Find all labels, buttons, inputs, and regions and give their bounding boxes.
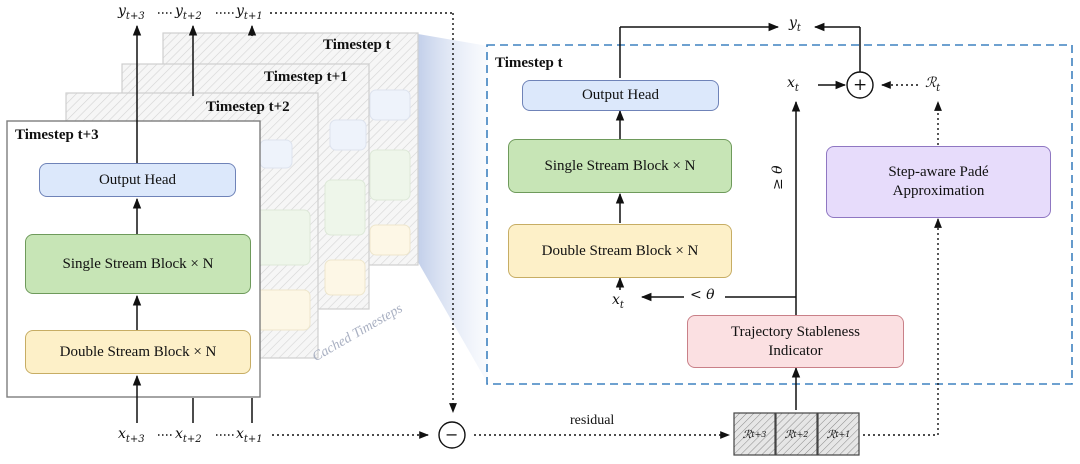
panel-title-t: Timestep t [323, 37, 391, 53]
panel-title-t1: Timestep t+1 [264, 69, 348, 85]
r-t-label: ℛt [925, 75, 941, 94]
x-t1-label: xt+1 [236, 426, 263, 445]
output-head-front: Output Head [39, 163, 236, 197]
plus-symbol: + [853, 75, 868, 95]
detail-title: Timestep t [495, 55, 563, 71]
y-t2-label: yt+2 [175, 3, 202, 22]
y-t3-label: yt+3 [118, 3, 145, 22]
subtract-node [438, 421, 466, 449]
y-t-output-label: yt [789, 15, 801, 34]
single-stream-block-detail: Single Stream Block × N [508, 139, 732, 193]
threshold-ge-label: ≥ θ [770, 165, 786, 190]
residual-cache-bg [733, 412, 860, 456]
minus-symbol: − [445, 425, 459, 444]
pade-approximation-box: Step-aware Padé Approximation [826, 146, 1051, 218]
trajectory-indicator-box: Trajectory Stableness Indicator [687, 315, 904, 368]
residual-label: residual [570, 413, 615, 428]
panel-title-t3: Timestep t+3 [15, 127, 99, 143]
x-t2-label: xt+2 [175, 426, 202, 445]
single-stream-block-front: Single Stream Block × N [25, 234, 251, 294]
x-t3-label: xt+3 [118, 426, 145, 445]
y-t1-label: yt+1 [236, 3, 263, 22]
double-stream-block-detail: Double Stream Block × N [508, 224, 732, 278]
panel-title-t2: Timestep t+2 [206, 99, 290, 115]
x-t-up-label: xt [787, 75, 799, 94]
output-head-detail: Output Head [522, 80, 719, 111]
x-t-input-label: xt [612, 292, 624, 311]
double-stream-block-front: Double Stream Block × N [25, 330, 251, 374]
threshold-lt-label: < θ [690, 287, 715, 303]
detail-frame [486, 44, 1073, 385]
